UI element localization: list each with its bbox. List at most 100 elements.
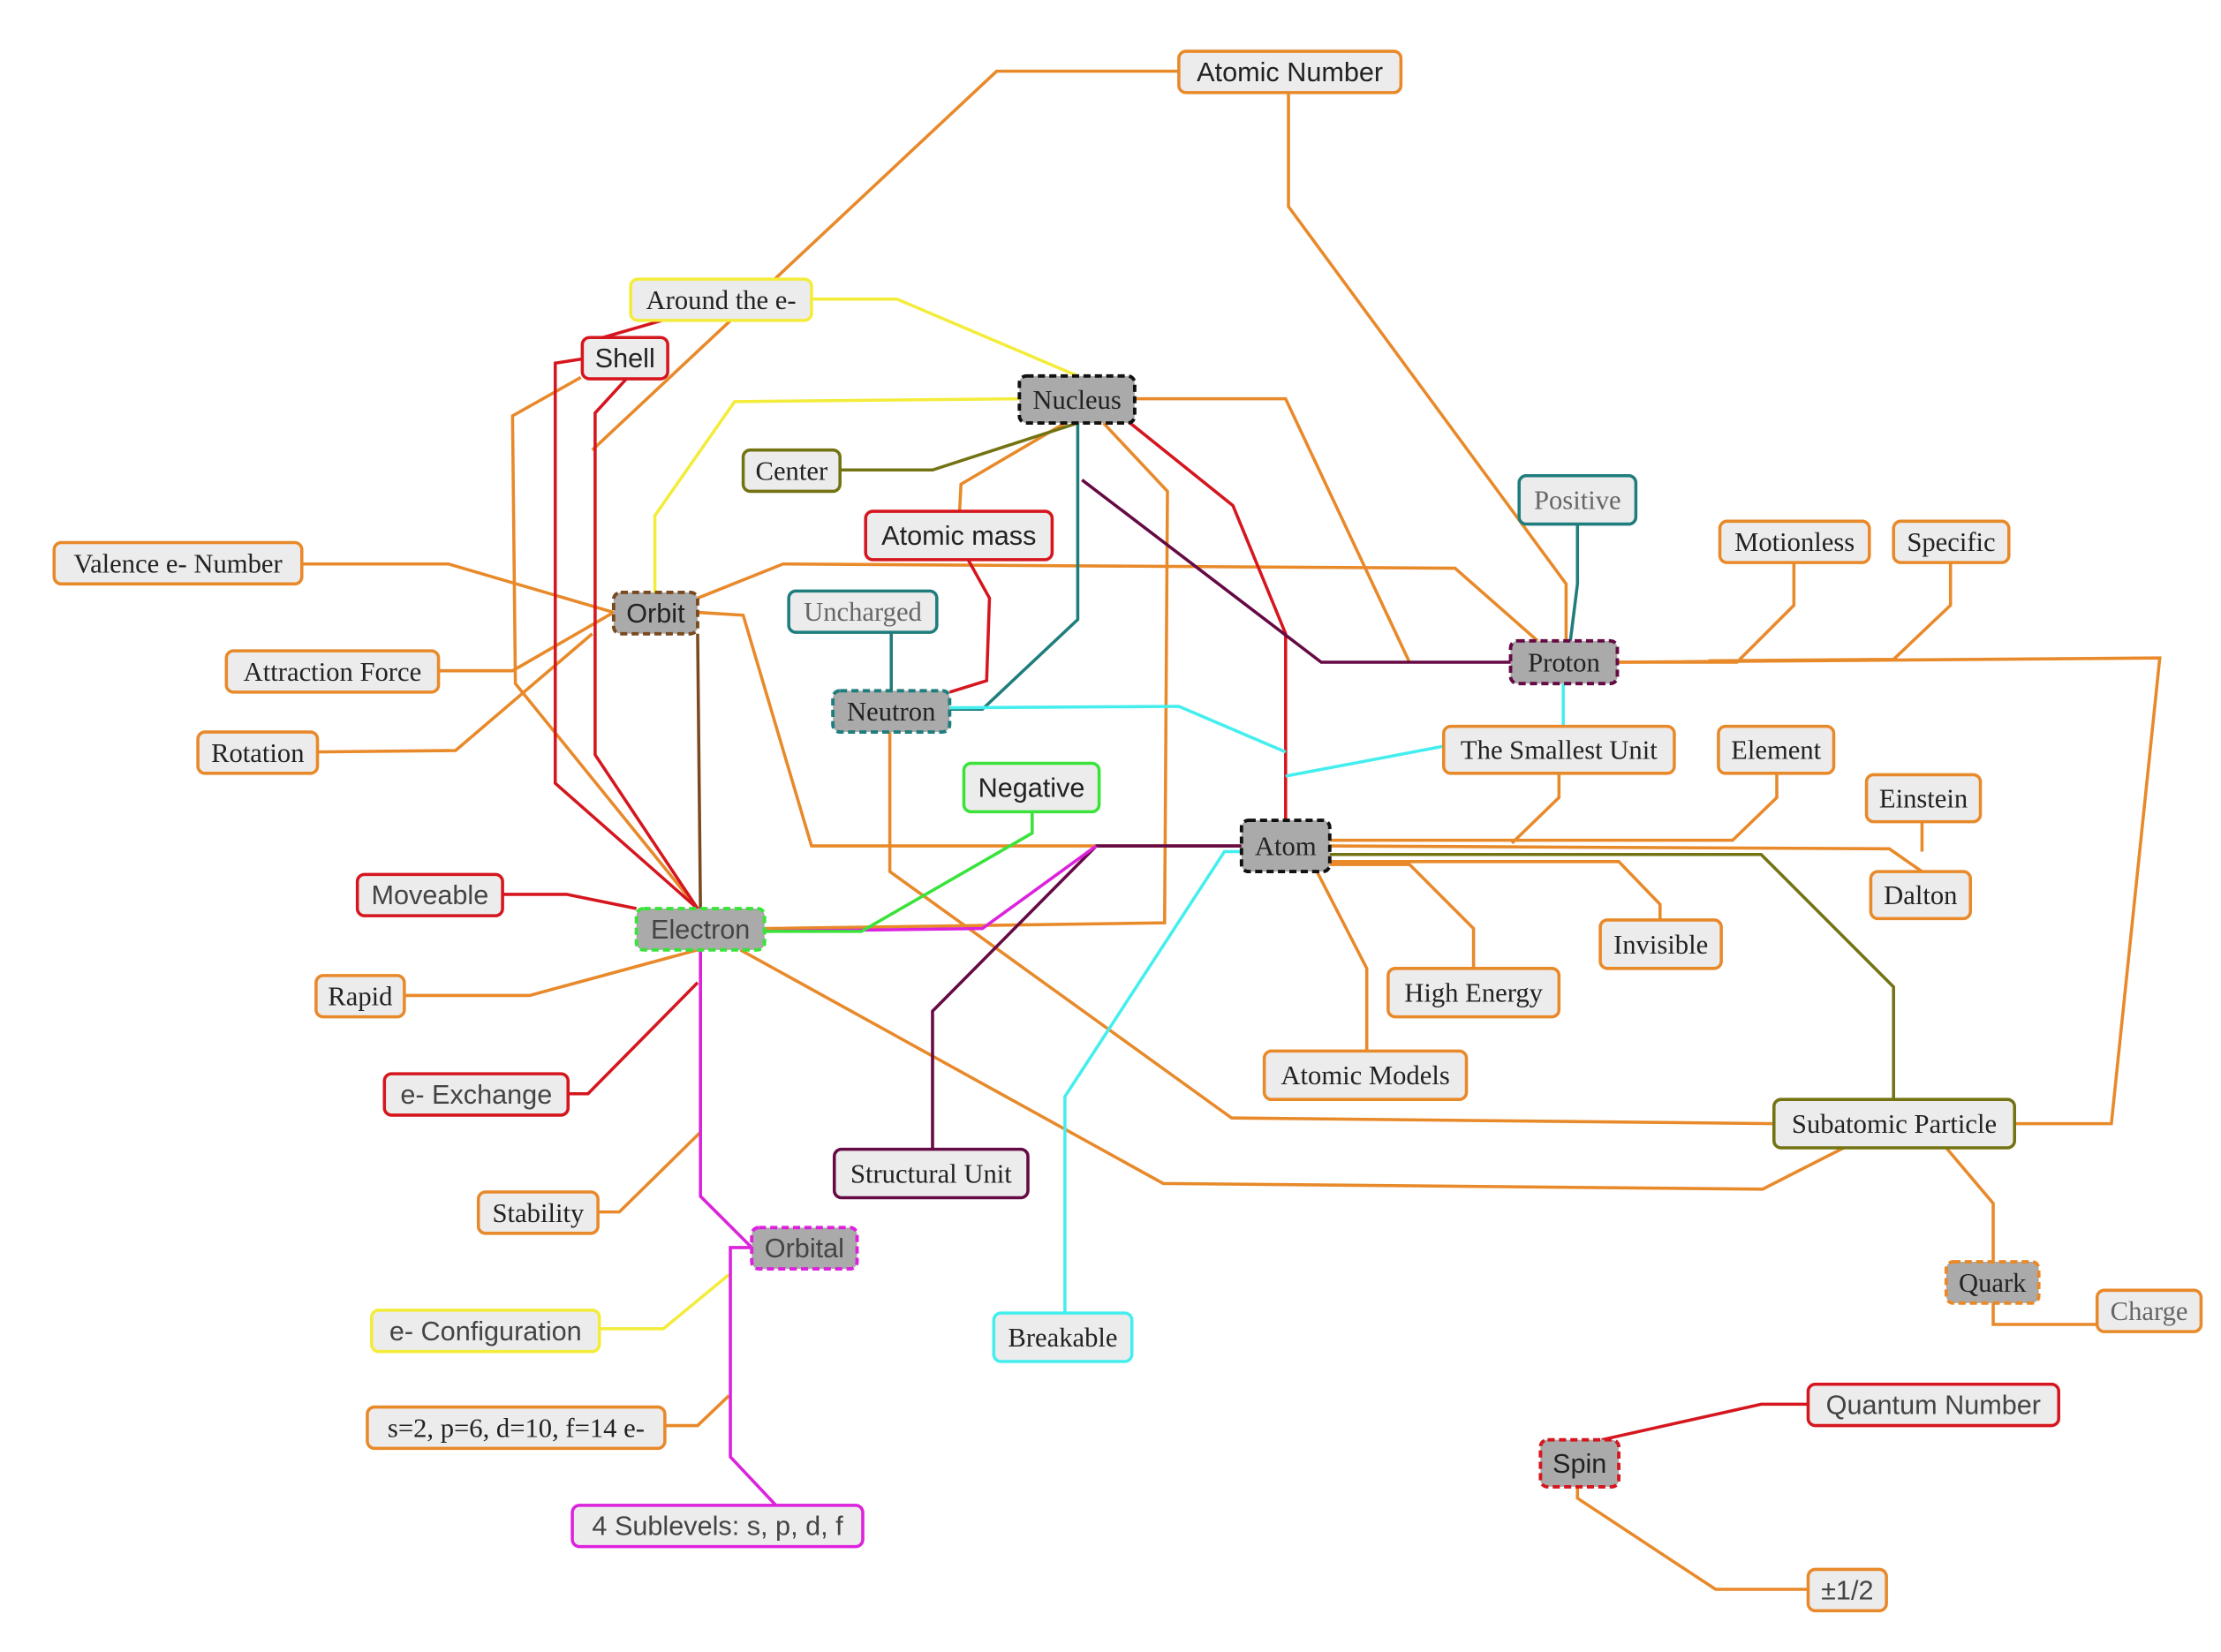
node-box	[1517, 473, 1638, 526]
node-atomic-mass[interactable]: Atomic mass	[864, 509, 1054, 562]
node-label: Rotation	[211, 738, 304, 768]
node-motionless[interactable]: Motionless	[1718, 519, 1871, 564]
edge-spin-half	[1575, 1486, 1809, 1591]
node-uncharged[interactable]: Uncharged	[787, 589, 939, 634]
node-sublevel-capacity[interactable]: s=2, p=6, d=10, f=14 e-	[366, 1405, 667, 1451]
edge-smallest-atom	[1510, 773, 1561, 845]
node-label: Around the e-	[646, 285, 797, 315]
node-nucleus[interactable]: Nucleus	[1017, 373, 1137, 425]
edge-orbit-electron	[696, 633, 702, 909]
node-label: Invisible	[1613, 930, 1708, 960]
node-label: Neutron	[847, 697, 935, 727]
node-box	[629, 277, 813, 322]
edge-nucleus-proton-m	[1081, 479, 1511, 664]
node-structural-unit[interactable]: Structural Unit	[832, 1147, 1030, 1200]
node-label: Rapid	[328, 982, 392, 1012]
node-atom[interactable]: Atom	[1239, 818, 1332, 874]
node-box	[1806, 1567, 1888, 1612]
node-box	[1017, 373, 1137, 425]
node-box	[355, 872, 504, 917]
node-einstein[interactable]: Einstein	[1864, 773, 1983, 824]
edge-neutron-subatomic	[888, 732, 1774, 1126]
node-label: Negative	[978, 773, 1085, 803]
edge-proton-motionless	[1617, 562, 1796, 664]
node-charge[interactable]: Charge	[2095, 1288, 2203, 1333]
node-attraction[interactable]: Attraction Force	[224, 649, 441, 694]
node-stability[interactable]: Stability	[476, 1190, 600, 1235]
node-box	[1717, 724, 1836, 775]
node-label: s=2, p=6, d=10, f=14 e-	[388, 1413, 645, 1443]
node-label: Atomic mass	[881, 521, 1036, 551]
node-orbit[interactable]: Orbit	[611, 591, 699, 636]
edge-negative-electron	[764, 811, 1034, 933]
node-high-energy[interactable]: High Energy	[1386, 967, 1561, 1019]
node-label: Atomic Models	[1280, 1060, 1449, 1090]
edge-atom-element	[1329, 773, 1779, 842]
edge-electron-stability	[598, 949, 702, 1214]
edge-quark-charge	[1991, 1302, 2097, 1326]
node-around-e[interactable]: Around the e-	[629, 277, 813, 322]
node-e-config[interactable]: e- Configuration	[370, 1309, 601, 1354]
node-center[interactable]: Center	[741, 448, 842, 494]
edge-around-nucleus	[811, 297, 1079, 378]
edge-nucleus-atom	[1116, 411, 1288, 821]
node-positive[interactable]: Positive	[1517, 473, 1638, 526]
node-specific[interactable]: Specific	[1892, 519, 2011, 564]
edge-shell-electron	[510, 375, 699, 910]
node-label: ±1/2	[1821, 1575, 1873, 1605]
node-atomic-models[interactable]: Atomic Models	[1262, 1049, 1469, 1101]
edge-atomic-number-around	[591, 69, 1179, 451]
node-label: Quark	[1959, 1268, 2027, 1298]
node-box	[1177, 49, 1403, 94]
edge-electron-orbital	[699, 949, 753, 1249]
node-label: Valence e- Number	[73, 548, 282, 578]
edge-center-nucleus	[840, 421, 1078, 472]
node-atomic-number[interactable]: Atomic Number	[1177, 49, 1403, 94]
node-half[interactable]: ±1/2	[1806, 1567, 1888, 1612]
node-shell[interactable]: Shell	[580, 336, 669, 381]
edge-neutron-smallest	[949, 705, 1287, 754]
edge-orbital-capacity	[664, 1394, 730, 1428]
edge-valence-orbit	[301, 562, 615, 615]
node-subatomic[interactable]: Subatomic Particle	[1772, 1098, 2017, 1150]
node-dalton[interactable]: Dalton	[1869, 870, 1973, 921]
node-e-exchange[interactable]: e- Exchange	[382, 1072, 570, 1117]
node-negative[interactable]: Negative	[962, 761, 1101, 814]
node-valence[interactable]: Valence e- Number	[52, 540, 304, 586]
edge-atom-invisible	[1329, 860, 1662, 920]
node-label: Orbit	[626, 599, 685, 629]
node-moveable[interactable]: Moveable	[355, 872, 504, 917]
node-box	[1772, 1098, 2017, 1150]
edge-spin-quantum	[1601, 1402, 1809, 1442]
node-box	[1864, 773, 1983, 824]
node-electron[interactable]: Electron	[634, 907, 767, 952]
node-quark[interactable]: Quark	[1944, 1260, 2041, 1305]
node-quantum-number[interactable]: Quantum Number	[1806, 1382, 2060, 1428]
node-breakable[interactable]: Breakable	[992, 1311, 1134, 1363]
node-label: Shell	[595, 343, 655, 373]
node-box	[864, 509, 1054, 562]
node-proton[interactable]: Proton	[1508, 638, 1620, 686]
node-sublevels[interactable]: 4 Sublevels: s, p, d, f	[570, 1504, 865, 1549]
node-box	[831, 689, 952, 734]
node-label: High Energy	[1404, 978, 1543, 1008]
node-box	[1598, 918, 1723, 970]
edge-atomic-number-proton	[1287, 92, 1568, 641]
node-box	[366, 1405, 667, 1451]
edge-shell-electron-red	[553, 357, 699, 910]
node-rapid[interactable]: Rapid	[314, 974, 406, 1019]
node-box	[787, 589, 939, 634]
node-element[interactable]: Element	[1717, 724, 1836, 775]
node-label: e- Exchange	[400, 1080, 552, 1110]
edge-orbital-sublevels	[729, 1246, 777, 1507]
edge-atom-electron	[764, 844, 1098, 933]
node-invisible[interactable]: Invisible	[1598, 918, 1723, 970]
node-neutron[interactable]: Neutron	[831, 689, 952, 734]
node-smallest-unit[interactable]: The Smallest Unit	[1441, 724, 1676, 775]
node-orbital[interactable]: Orbital	[750, 1226, 859, 1271]
node-spin[interactable]: Spin	[1538, 1437, 1620, 1489]
node-label: Charge	[2111, 1296, 2188, 1326]
node-box	[382, 1072, 570, 1117]
edge-exchange-electron	[568, 981, 699, 1096]
node-rotation[interactable]: Rotation	[196, 730, 320, 775]
